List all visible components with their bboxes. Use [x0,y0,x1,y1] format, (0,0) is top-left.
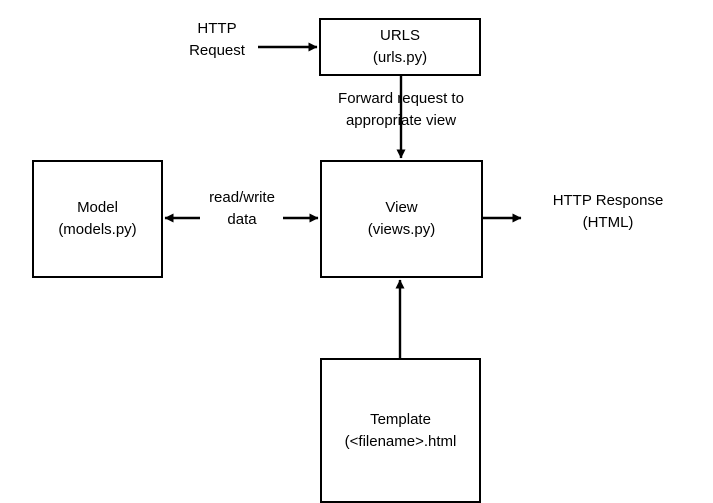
urls-box[interactable]: URLS (urls.py) [319,18,481,76]
model-box-line-1: Model [77,199,118,216]
view-box-line-2: (views.py) [367,221,436,238]
forward-request-label-line-1: Forward request to [338,90,464,107]
urls-box-line-1: URLS [379,27,420,44]
http-request-label-line-2: Request [189,42,245,59]
http-response-label-line-2: (HTML) [582,214,634,231]
http-request-label: HTTP Request [168,18,266,62]
read-write-data-label: read/write data [197,187,287,231]
model-box-line-2: (models.py) [58,221,137,238]
http-request-label-line-1: HTTP [197,20,237,37]
template-box[interactable]: Template (<filename>.html [320,358,481,503]
model-box[interactable]: Model (models.py) [32,160,163,278]
http-response-label-line-1: HTTP Response [552,192,664,209]
urls-box-line-2: (urls.py) [372,49,428,66]
template-box-line-1: Template [370,410,431,428]
forward-request-label-line-2: appropriate view [345,112,457,129]
http-response-label: HTTP Response (HTML) [528,190,688,234]
read-write-data-label-line-1: read/write [209,189,275,206]
view-box-line-1: View [385,199,418,216]
forward-request-label: Forward request to appropriate view [312,88,490,132]
read-write-data-label-line-2: data [227,211,257,228]
view-box[interactable]: View (views.py) [320,160,483,278]
template-box-line-2: (<filename>.html [344,432,457,450]
